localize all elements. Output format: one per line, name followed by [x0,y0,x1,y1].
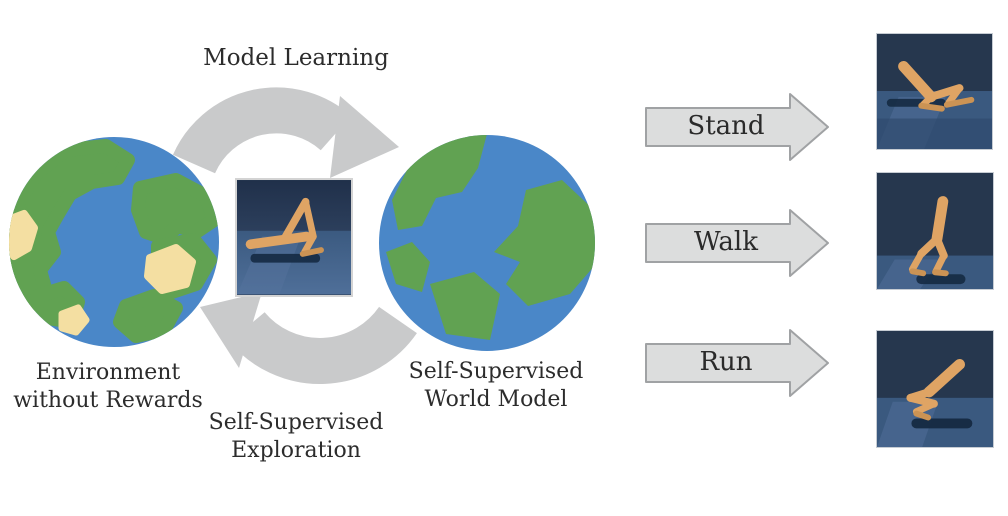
walker-figure-stand [898,61,975,112]
walker-run-scene [877,331,993,447]
task-arrow-stand [645,93,829,161]
globe-continents [9,139,219,343]
exploration-label: Self-Supervised Exploration [208,410,384,463]
task-arrow-walk [645,209,829,277]
task-label-walk: Walk [693,227,759,257]
world-model-globe-icon [379,135,595,351]
model-learning-label: Model Learning [186,45,406,71]
walker-figure-run [906,359,965,421]
walker-walk-scene [877,173,993,289]
model-globe-polygons [386,135,595,340]
walker-run-frame [876,330,994,448]
task-label-stand: Stand [687,111,765,141]
walker-stand-frame [876,33,993,150]
walker-figure-walk [908,196,949,277]
model-learning-text: Model Learning [203,45,389,71]
walker-shadow [916,274,966,285]
walker-exploration-frame [235,178,353,297]
task-arrow-run [645,329,829,397]
model-learning-arrow-icon [172,87,399,178]
walker-walk-frame [876,172,994,290]
walker-figure-fallen [245,197,324,257]
walker-exploration-scene [237,180,351,295]
world-model-label: Self-Supervised World Model [408,359,584,412]
exploration-arrow-icon [200,292,417,384]
environment-globe-icon [9,137,219,347]
walker-stand-scene [877,34,992,149]
task-label-run: Run [699,347,753,377]
walker-shadow [911,418,973,429]
environment-label: Environment without Rewards [13,360,203,413]
